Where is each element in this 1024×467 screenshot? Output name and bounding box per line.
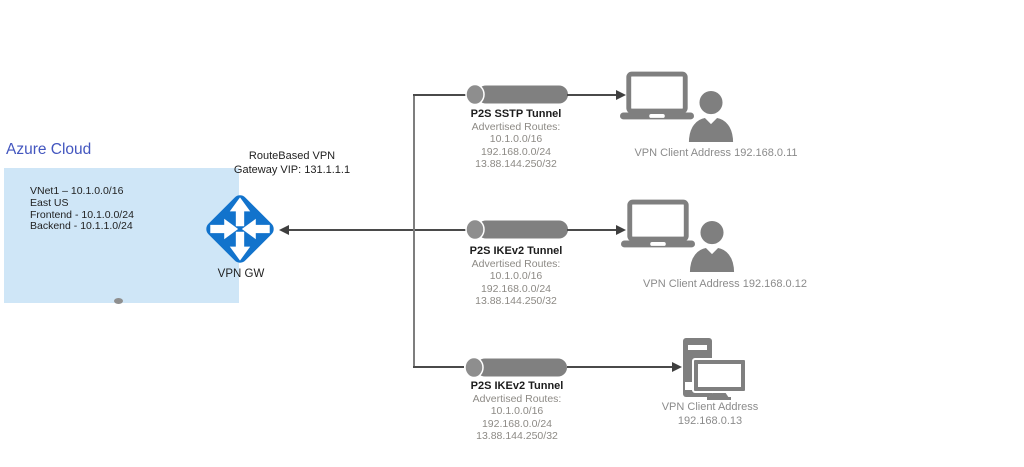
tunnel2-title: P2S IKEv2 Tunnel [469, 245, 563, 257]
artifact-dot [114, 298, 123, 304]
trunk-line [413, 94, 415, 368]
tunnel3-route: 192.168.0.0/24 [481, 417, 553, 430]
arrowhead-to-gateway-icon [279, 225, 289, 235]
gateway-annotation: RouteBased VPN Gateway VIP: 131.1.1.1 [234, 150, 350, 177]
tunnel2-route: 13.88.144.250/32 [475, 294, 557, 307]
tunnel2-text: P2S IKEv2 Tunnel Advertised Routes: 10.1… [470, 245, 563, 307]
arrowhead-to-client1-icon [616, 90, 626, 100]
vnet-box [4, 168, 239, 303]
branch3-line-left [413, 366, 464, 368]
azure-cloud-title: Azure Cloud [6, 141, 92, 158]
tunnel2-route: 10.1.0.0/16 [489, 270, 543, 283]
client2-laptop-icon [621, 199, 695, 248]
client3-address-line2: 192.168.0.13 [677, 414, 743, 427]
tunnel3-route: 10.1.0.0/16 [490, 405, 544, 418]
tunnel3-cylinder-icon [464, 357, 567, 378]
tunnel1-title: P2S SSTP Tunnel [470, 108, 562, 120]
vnet-region: East US [30, 196, 69, 209]
vnet-frontend-subnet: Frontend - 10.1.0.0/24 [30, 208, 134, 221]
tunnel2-route: 192.168.0.0/24 [480, 282, 552, 295]
vnet-backend-subnet: Backend - 10.1.1.0/24 [30, 220, 133, 233]
client2-user-icon [687, 219, 737, 273]
client3-address-label: VPN Client Address 192.168.0.13 [662, 401, 759, 428]
tunnel3-route: 13.88.144.250/32 [476, 429, 558, 442]
tunnel1-routes-heading: Advertised Routes: [471, 121, 561, 133]
branch3-line-right [567, 366, 673, 368]
tunnel3-routes-heading: Advertised Routes: [472, 393, 562, 405]
arrowhead-to-client2-icon [616, 225, 626, 235]
branch1-line-right [567, 94, 617, 96]
tunnel2-cylinder-icon [465, 219, 568, 240]
branch1-line-left [413, 94, 466, 96]
tunnel1-route: 192.168.0.0/24 [480, 145, 552, 158]
tunnel3-title: P2S IKEv2 Tunnel [470, 380, 564, 392]
client2-address-label: VPN Client Address 192.168.0.12 [643, 278, 807, 290]
branch2-line-right [567, 229, 617, 231]
arrowhead-to-client3-icon [672, 362, 682, 372]
tunnel3-text: P2S IKEv2 Tunnel Advertised Routes: 10.1… [471, 380, 564, 442]
client1-user-icon [686, 89, 736, 143]
client1-laptop-icon [620, 71, 694, 120]
tunnel1-route: 10.1.0.0/16 [489, 133, 543, 146]
client3-address-line1: VPN Client Address [661, 401, 759, 413]
vnet-details: VNet1 – 10.1.0.0/16 East US Frontend - 1… [30, 185, 134, 233]
vpn-gateway-router-icon [206, 195, 274, 263]
tunnel1-route: 13.88.144.250/32 [475, 157, 557, 170]
vpn-gateway-label: VPN GW [217, 268, 265, 280]
gateway-vpn-type: RouteBased VPN [248, 150, 336, 162]
connector-gateway-to-trunk [289, 229, 466, 231]
vnet-address-space: VNet1 – 10.1.0.0/16 [30, 185, 124, 197]
gateway-vip: Gateway VIP: 131.1.1.1 [233, 163, 351, 176]
tunnel2-routes-heading: Advertised Routes: [471, 258, 561, 270]
client1-address-label: VPN Client Address 192.168.0.11 [634, 147, 798, 159]
tunnel1-text: P2S SSTP Tunnel Advertised Routes: 10.1.… [471, 108, 562, 170]
tunnel1-cylinder-icon [465, 84, 568, 105]
client3-desktop-computer-icon [683, 338, 746, 400]
